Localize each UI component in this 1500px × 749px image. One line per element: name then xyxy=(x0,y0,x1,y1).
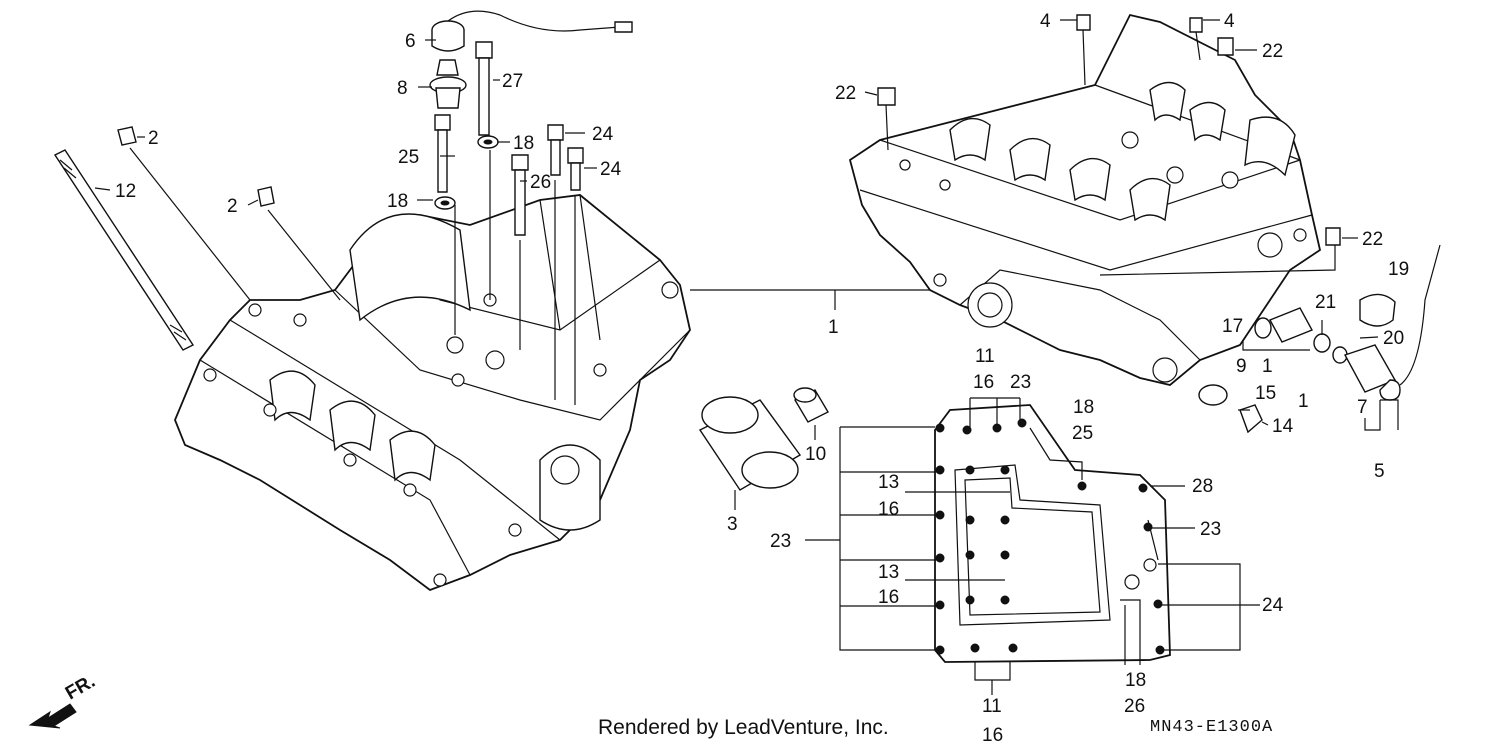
callout-11-bottom: 11 xyxy=(982,696,1002,717)
leader-lines xyxy=(95,20,1398,695)
washer-18-lower xyxy=(435,197,455,209)
callout-16-lower: 16 xyxy=(878,587,899,608)
callout-28: 28 xyxy=(1192,476,1213,497)
callout-22-left: 22 xyxy=(835,83,856,104)
callout-1-mid: 1 xyxy=(1262,356,1273,377)
callout-24-pan: 24 xyxy=(1262,595,1284,616)
callout-6: 6 xyxy=(405,31,416,52)
callout-2-upper: 2 xyxy=(148,128,159,149)
callout-16-bottom: 16 xyxy=(982,725,1003,746)
callout-12: 12 xyxy=(115,181,136,202)
callout-16-upper: 16 xyxy=(878,499,899,520)
callout-23-left: 23 xyxy=(770,531,791,552)
callout-23-top: 23 xyxy=(1010,372,1031,393)
callout-16-top: 16 xyxy=(973,372,994,393)
front-marker-label: FR. xyxy=(62,671,99,704)
callout-1-lower: 1 xyxy=(1298,391,1309,412)
oil-pan-bolts xyxy=(936,419,1164,654)
callout-4-right: 4 xyxy=(1224,11,1235,32)
callout-11-top: 11 xyxy=(975,346,995,367)
callout-18-upper: 18 xyxy=(513,133,534,154)
callout-13-lower: 13 xyxy=(878,562,899,583)
switch-assembly-right xyxy=(1199,245,1440,432)
callout-20: 20 xyxy=(1383,328,1404,349)
callout-9: 9 xyxy=(1236,356,1247,377)
callout-8: 8 xyxy=(397,78,408,99)
bolt-25 xyxy=(435,115,450,192)
callout-24-upper: 24 xyxy=(592,124,614,145)
plug-10 xyxy=(794,388,828,422)
front-direction-marker: FR. xyxy=(28,671,99,729)
sensor-6 xyxy=(432,11,632,51)
oil-filter-3 xyxy=(700,397,800,490)
callout-7: 7 xyxy=(1357,397,1368,418)
stud-12 xyxy=(55,150,193,350)
bolts-24 xyxy=(548,125,583,190)
callout-22-right: 22 xyxy=(1362,229,1383,250)
oil-pan xyxy=(935,405,1170,662)
callout-1: 1 xyxy=(828,317,839,338)
callout-27: 27 xyxy=(502,71,523,92)
diagram-code: MN43-E1300A xyxy=(1150,718,1274,737)
callout-22-top: 22 xyxy=(1262,41,1283,62)
callout-labels: 6 8 27 25 18 18 26 24 24 2 2 12 4 4 22 2… xyxy=(115,11,1409,746)
callout-21: 21 xyxy=(1315,292,1336,313)
upper-crankcase xyxy=(850,15,1320,385)
callout-17: 17 xyxy=(1222,316,1243,337)
front-arrow-icon xyxy=(28,703,77,729)
callout-18-lower: 18 xyxy=(387,191,408,212)
callout-14: 14 xyxy=(1272,416,1294,437)
callout-26: 26 xyxy=(530,172,551,193)
callout-23-right: 23 xyxy=(1200,519,1221,540)
bolt-27 xyxy=(476,42,492,135)
callout-19: 19 xyxy=(1388,259,1409,280)
callout-26-bottom: 26 xyxy=(1124,696,1145,717)
callout-25-pan: 25 xyxy=(1072,423,1093,444)
dowels-2 xyxy=(118,127,274,206)
credit-text: Rendered by LeadVenture, Inc. xyxy=(598,716,889,739)
callout-13-upper: 13 xyxy=(878,472,899,493)
switch-8 xyxy=(430,60,466,108)
callout-25: 25 xyxy=(398,147,419,168)
callout-15: 15 xyxy=(1255,383,1276,404)
callout-5: 5 xyxy=(1374,461,1385,482)
callout-4-left: 4 xyxy=(1040,11,1051,32)
washer-18-upper xyxy=(478,136,498,148)
callout-18-bottom: 18 xyxy=(1125,670,1146,691)
callout-24-lower: 24 xyxy=(600,159,622,180)
dowels-4-22 xyxy=(878,15,1340,245)
callout-18-pan: 18 xyxy=(1073,397,1094,418)
bolt-26 xyxy=(512,155,528,235)
callout-10: 10 xyxy=(805,444,826,465)
callout-2-lower: 2 xyxy=(227,196,238,217)
lower-crankcase xyxy=(175,195,690,590)
callout-3: 3 xyxy=(727,514,738,535)
